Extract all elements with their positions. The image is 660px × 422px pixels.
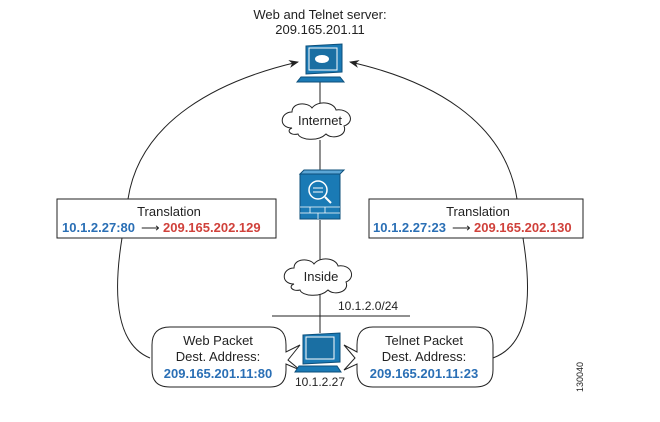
packet-right-line2: Dest. Address: <box>382 349 467 364</box>
host-pc-icon <box>294 332 342 373</box>
translation-right-title: Translation <box>446 204 510 219</box>
translation-box-left: Translation 10.1.2.27:80 ⟶ 209.165.202.1… <box>56 198 277 239</box>
host-ip-label: 10.1.2.27 <box>295 375 345 389</box>
inside-cloud-icon <box>283 258 353 296</box>
inside-label: Inside <box>304 269 339 284</box>
translation-right-to: 209.165.202.130 <box>474 220 572 235</box>
translation-right-from: 10.1.2.27:23 <box>373 220 446 235</box>
server-icon <box>295 43 346 83</box>
packet-bubble-right: Telnet Packet Dest. Address: 209.165.201… <box>343 326 494 388</box>
packet-left-line1: Web Packet <box>183 333 253 348</box>
translation-left-from: 10.1.2.27:80 <box>62 220 135 235</box>
server-ip: 209.165.201.11 <box>275 22 364 37</box>
arrow-icon: ⟶ <box>452 220 471 235</box>
firewall-icon <box>298 169 346 220</box>
right-flow-lower <box>492 237 529 359</box>
packet-right-address: 209.165.201.11:23 <box>370 366 478 381</box>
packet-bubble-left: Web Packet Dest. Address: 209.165.201.11… <box>151 326 301 388</box>
left-flow-lower <box>117 237 151 359</box>
translation-box-right: Translation 10.1.2.27:23 ⟶ 209.165.202.1… <box>368 198 584 239</box>
translation-left-to: 209.165.202.129 <box>163 220 261 235</box>
subnet-label: 10.1.2.0/24 <box>338 299 398 313</box>
left-flow-arrow <box>127 60 299 200</box>
internet-label: Internet <box>298 113 342 128</box>
right-flow-arrow <box>349 60 518 200</box>
packet-right-line1: Telnet Packet <box>385 333 463 348</box>
translation-left-title: Translation <box>137 204 201 219</box>
packet-left-line2: Dest. Address: <box>176 349 261 364</box>
figure-id: 130040 <box>575 362 585 392</box>
arrow-icon: ⟶ <box>141 220 160 235</box>
packet-left-address: 209.165.201.11:80 <box>164 366 272 381</box>
server-title: Web and Telnet server: <box>253 7 386 22</box>
internet-cloud-icon <box>281 102 351 140</box>
